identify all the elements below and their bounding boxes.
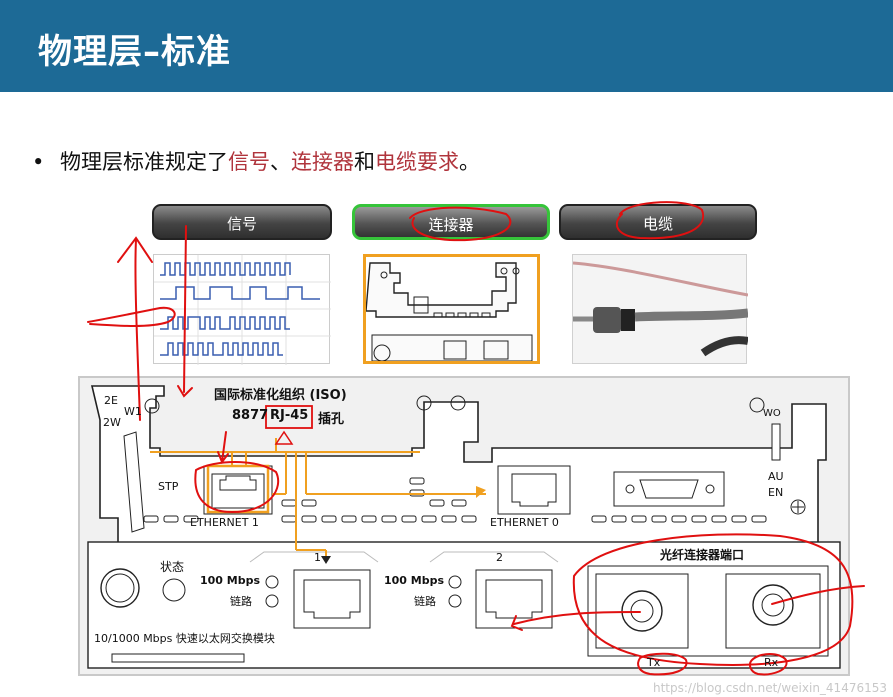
speed-label-1: 100 Mbps (200, 574, 261, 587)
rx-label: Rx (764, 656, 779, 669)
port-1-label: 1 (314, 551, 321, 564)
term-signal: 信号 (228, 150, 270, 174)
slide-title: 物理层–标准 (38, 32, 231, 72)
fiber-port-label: 光纤连接器端口 (660, 548, 745, 562)
term-connector: 连接器 (291, 150, 354, 174)
cable-image (572, 254, 748, 364)
tx-label: Tx (647, 656, 661, 669)
ethernet1-label: ETHERNET 1 (190, 516, 259, 529)
title-bar: 物理层–标准 (0, 0, 893, 92)
watermark: https://blog.csdn.net/weixin_41476153 (652, 681, 887, 695)
status-label: 状态 (160, 560, 185, 574)
label-en: EN (768, 486, 784, 499)
label-au: AU (768, 470, 784, 483)
label-2e: 2E (104, 394, 118, 407)
module-label: 10/1000 Mbps 快速以太网交换模块 (94, 632, 275, 645)
tab-cable[interactable]: 电缆 (559, 204, 757, 240)
bullet-sep1: 、 (270, 150, 291, 174)
rj45-prefix: 8877 (232, 408, 269, 423)
term-cable: 电缆要求 (375, 150, 459, 174)
label-w1: W1 (124, 405, 142, 418)
bullet-text: • 物理层标准规定了信号、连接器和电缆要求。 (32, 146, 480, 176)
speed-label-2: 100 Mbps (384, 574, 445, 587)
connector-image (363, 254, 540, 364)
tab-connector[interactable]: 连接器 (352, 204, 550, 240)
label-wo: WO (763, 408, 781, 419)
bullet-suffix: 。 (459, 150, 480, 174)
rj45-label: RJ-45 (270, 408, 309, 423)
bullet-sep2: 和 (354, 150, 375, 174)
label-2w: 2W (103, 416, 121, 429)
tab-signal[interactable]: 信号 (152, 204, 332, 240)
ethernet0-label: ETHERNET 0 (490, 516, 559, 529)
rj45-suffix: 插孔 (318, 412, 345, 427)
bullet-dot: • (32, 150, 45, 174)
iso-label: 国际标准化组织 (ISO) (214, 388, 347, 403)
bullet-prefix: 物理层标准规定了 (60, 150, 228, 174)
port-2-label: 2 (496, 551, 503, 564)
link-label-1: 链路 (230, 595, 252, 608)
link-label-2: 链路 (414, 595, 436, 608)
label-stp: STP (158, 480, 179, 493)
